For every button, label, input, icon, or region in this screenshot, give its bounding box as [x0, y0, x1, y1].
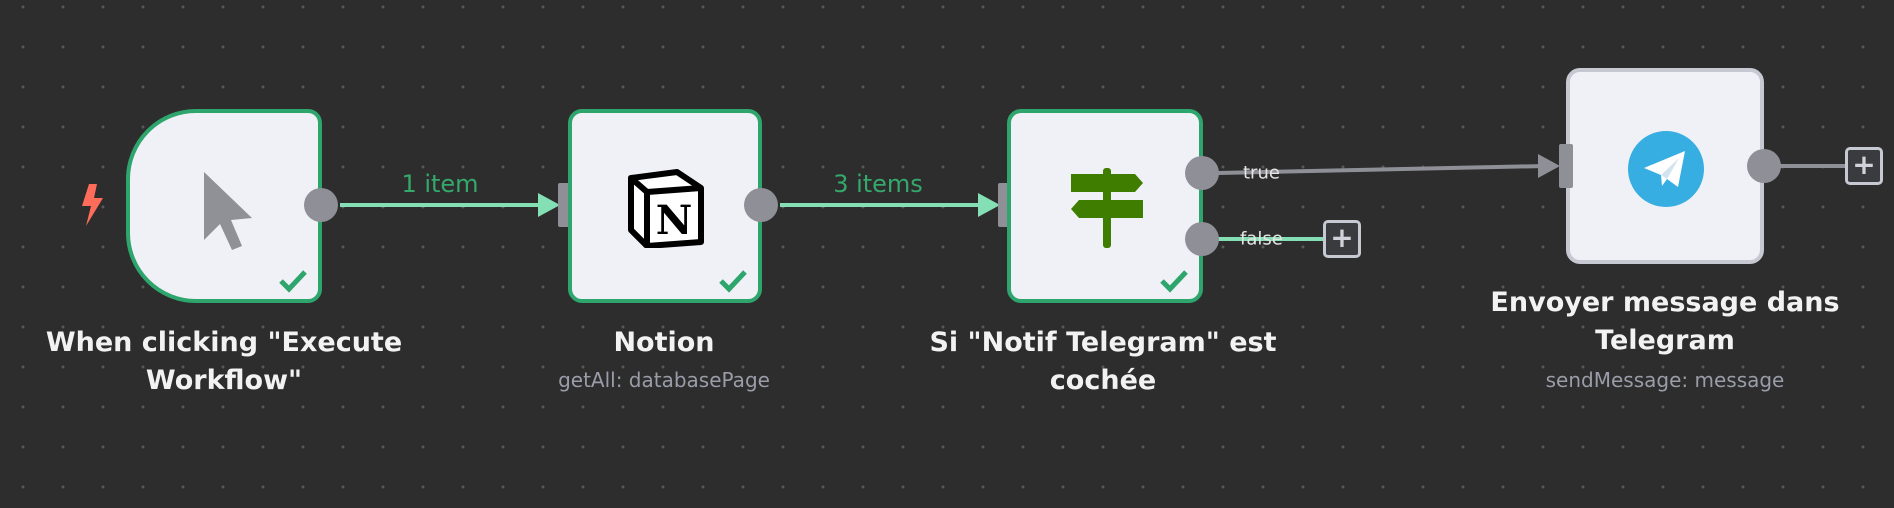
node-title-line: Si "Notif Telegram" est — [929, 327, 1277, 358]
node-title: Si "Notif Telegram" est cochée — [929, 324, 1276, 400]
svg-text:N: N — [656, 197, 693, 244]
node-title-line: Envoyer message dans — [1490, 287, 1840, 318]
node-title-line: cochée — [1049, 365, 1157, 396]
node-title-line: Telegram — [1595, 325, 1735, 356]
cursor-icon — [204, 172, 252, 250]
success-check-icon — [1160, 270, 1188, 293]
output-handle[interactable] — [304, 188, 338, 222]
edge-label-items: 3 items — [833, 170, 923, 198]
input-handle[interactable] — [1559, 144, 1573, 188]
add-node-button[interactable]: + — [1845, 147, 1883, 185]
arrow-head — [538, 193, 560, 217]
edge-label-items: 1 item — [401, 170, 479, 198]
node-title: When clicking "Execute Workflow" — [46, 324, 402, 400]
node-title-line: When clicking "Execute — [45, 327, 403, 358]
node-telegram[interactable] — [1566, 68, 1764, 264]
node-title: Notion — [613, 324, 714, 362]
node-if[interactable] — [1007, 109, 1203, 303]
arrow-head — [1538, 154, 1560, 178]
output-label-true: true — [1243, 162, 1280, 184]
output-handle-false[interactable] — [1185, 222, 1219, 256]
arrow-head — [978, 193, 1000, 217]
output-handle[interactable] — [1747, 149, 1781, 183]
edge-if-true-telegram[interactable] — [1217, 164, 1546, 175]
node-subtitle: getAll: databasePage — [558, 368, 770, 392]
node-title-line: Workflow" — [145, 365, 303, 396]
node-notion[interactable]: N — [568, 109, 762, 303]
telegram-logo-icon — [1628, 131, 1704, 207]
output-handle-true[interactable] — [1185, 156, 1219, 190]
output-label-false: false — [1240, 228, 1283, 250]
signpost-icon — [1071, 168, 1143, 248]
node-title-line: Notion — [613, 327, 715, 358]
notion-logo-icon: N — [628, 169, 704, 248]
node-manual-trigger[interactable] — [126, 109, 322, 303]
output-handle[interactable] — [744, 188, 778, 222]
success-check-icon — [279, 270, 307, 293]
node-subtitle: sendMessage: message — [1545, 368, 1785, 392]
success-check-icon — [719, 270, 747, 293]
trigger-bolt-icon — [82, 184, 103, 226]
node-title: Envoyer message dans Telegram — [1490, 284, 1839, 360]
add-node-button[interactable]: + — [1323, 220, 1361, 258]
